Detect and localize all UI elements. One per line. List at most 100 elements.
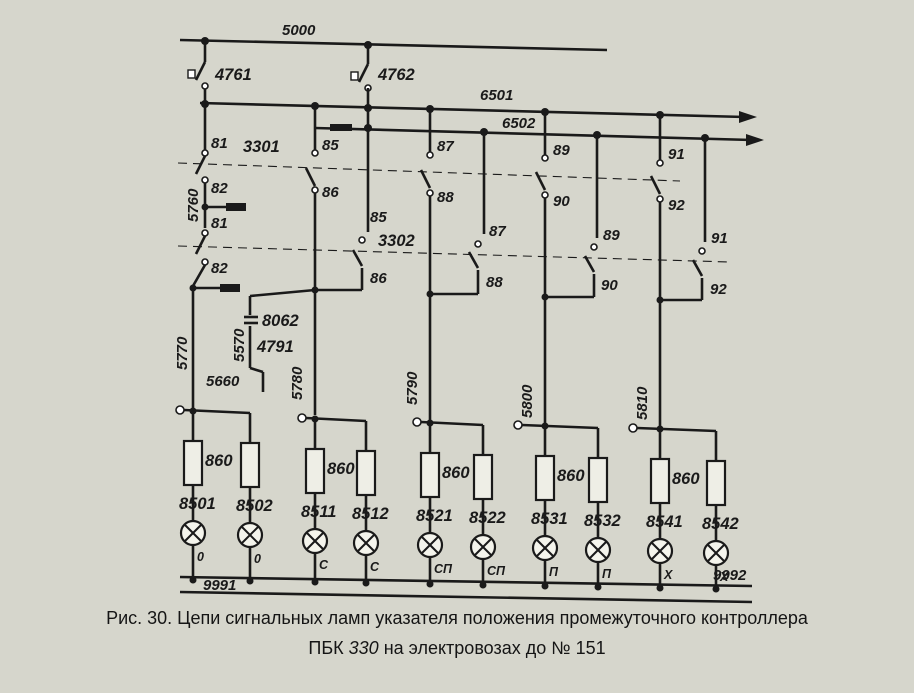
lamp-circuits: 85010850208608511С8512С8608521СП8522СП86… (175, 405, 739, 593)
lamp-label: 8531 (531, 510, 568, 528)
wire-5800-label: 5800 (519, 384, 536, 418)
junction-dot (364, 124, 372, 132)
contactor-3301-label: 3301 (243, 138, 280, 156)
bus-5000-label: 5000 (282, 22, 316, 39)
contact-86b-blade (351, 249, 364, 267)
contact-87-label: 87 (437, 138, 454, 155)
dashed-link-lower (177, 245, 731, 263)
lamp-label: 8511 (301, 503, 336, 521)
return-bus-lower (179, 590, 753, 604)
contact-92-blade (649, 175, 662, 195)
contact-89b-label: 89 (603, 227, 620, 244)
contact-90b-label: 90 (601, 277, 618, 294)
resistor (239, 441, 261, 489)
contact-point (698, 247, 706, 255)
contact-point (656, 159, 664, 167)
branch-wire (636, 426, 717, 433)
lamp-cross (589, 541, 607, 559)
switch-4762-label: 4762 (377, 66, 415, 84)
contact-point (201, 149, 209, 157)
switch-4762-blade (357, 63, 370, 83)
contact-87b-label: 87 (489, 223, 506, 240)
junction-dot (656, 584, 664, 592)
lamp-cross (651, 542, 669, 560)
lamp-code: С (319, 558, 329, 572)
resistor-label: 860 (557, 467, 585, 485)
contact-92b-label: 92 (710, 281, 727, 298)
terminal-node (175, 405, 185, 415)
contact-point (201, 258, 209, 266)
figure-caption-line2: ПБК 330 на электровозах до № 151 (0, 638, 914, 659)
bus-6502 (314, 126, 753, 142)
contact-85-label: 85 (322, 137, 339, 154)
resistor (587, 456, 609, 504)
lamp-label: 8521 (416, 507, 453, 525)
contact-point (656, 195, 664, 203)
resistor (534, 454, 556, 502)
lamp-code: Х (719, 570, 729, 584)
resistor (472, 453, 494, 501)
lamp-code: Х (663, 568, 673, 582)
switch-4761-handle (187, 69, 196, 79)
contact-point (426, 151, 434, 159)
resistor (419, 451, 441, 499)
lamp-code: СП (434, 562, 453, 576)
junction-dot (479, 581, 487, 589)
contact-point (474, 240, 482, 248)
contact-85b-label: 85 (370, 209, 387, 226)
contact-82b-blade (194, 235, 207, 255)
wire-5780-label: 5780 (289, 366, 306, 400)
resistor (355, 449, 377, 497)
wire-5770-label: 5770 (174, 336, 191, 370)
contact-point (311, 149, 319, 157)
junction-dot (712, 585, 720, 593)
junction-dot (593, 131, 601, 139)
contact-point (426, 189, 434, 197)
resistor-label: 860 (327, 460, 355, 478)
resistor-label: 860 (442, 464, 470, 482)
switch-4762-handle (350, 71, 359, 81)
figure-caption-line1: Рис. 30. Цепи сигнальных ламп указателя … (106, 608, 808, 628)
contact-89-label: 89 (553, 142, 570, 159)
branch-wire (521, 423, 599, 430)
contact-point (311, 186, 319, 194)
junction-dot (541, 108, 549, 116)
bus-6502-marker (330, 124, 352, 131)
lamp-code: 0 (197, 550, 204, 564)
lamp-code: 0 (254, 552, 261, 566)
junction-dot (480, 128, 488, 136)
lamp-code: П (549, 565, 559, 579)
lamp-label: 8501 (179, 495, 216, 513)
resistor-label: 860 (672, 470, 700, 488)
contact-91b-label: 91 (711, 230, 728, 247)
marker-block (220, 284, 240, 292)
dashed-link-upper (177, 162, 681, 182)
contact-88-blade (419, 169, 432, 189)
contact-point (201, 229, 209, 237)
contact-point (358, 236, 366, 244)
wire (249, 366, 264, 374)
lamp-label: 8532 (584, 512, 621, 530)
contact-81b-label: 81 (211, 215, 228, 232)
wire-5570-label: 5570 (231, 328, 248, 362)
contact-88b-label: 88 (486, 274, 503, 291)
lamp-label: 8502 (236, 497, 273, 515)
contact-90b-blade (583, 255, 596, 273)
lamp-cross (306, 532, 324, 550)
bus-5000 (179, 38, 608, 52)
resistor (304, 447, 326, 495)
lamp-code: СП (487, 564, 506, 578)
marker-block (226, 203, 246, 211)
contact-88-label: 88 (437, 189, 454, 206)
lamp-code: С (370, 560, 380, 574)
lamp-cross (536, 539, 554, 557)
lamp-cross (357, 534, 375, 552)
wire (191, 264, 207, 287)
contact-91-label: 91 (668, 146, 685, 163)
bus-6501-arrow (739, 111, 757, 123)
lamp-cross (707, 544, 725, 562)
lamp-cross (184, 524, 202, 542)
contact-92-label: 92 (668, 197, 685, 214)
wire-8062-label: 8062 (262, 312, 299, 330)
caption-tail: на электровозах до № 151 (383, 638, 606, 658)
